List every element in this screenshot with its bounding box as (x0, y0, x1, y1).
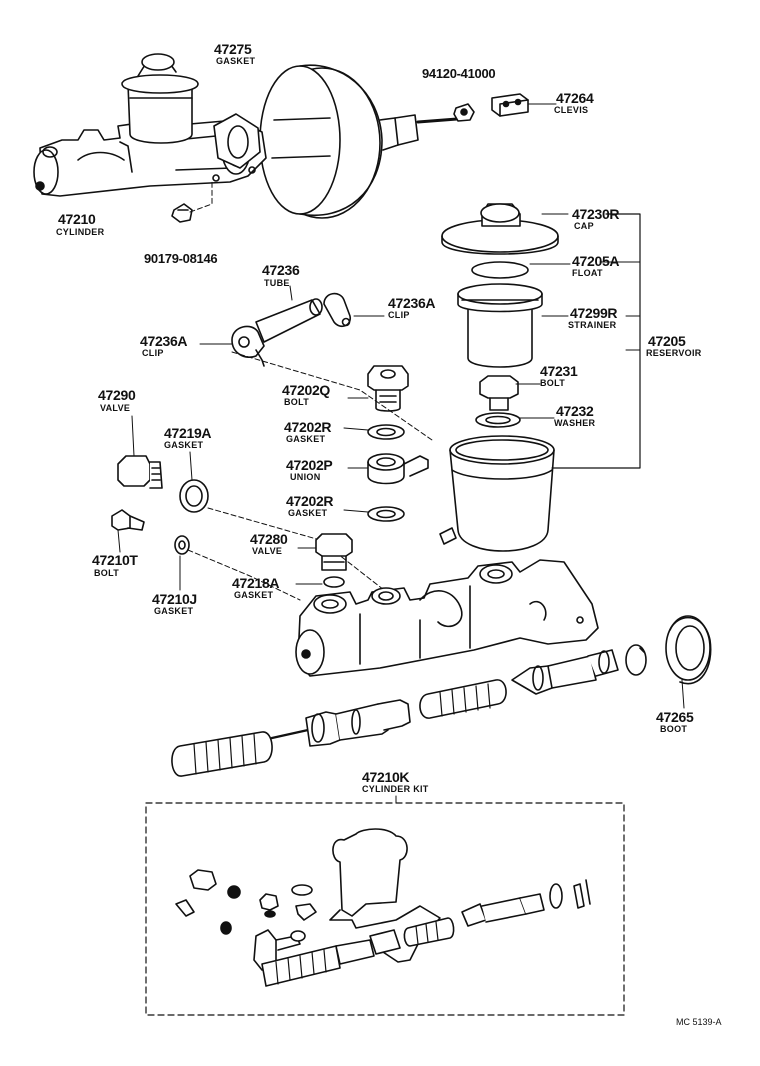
label-47210-number: 47210 (58, 211, 96, 227)
clip-right-part (323, 292, 385, 328)
drawing-code: MC 5139-A (676, 1017, 722, 1027)
label-47219a-name: GASKET (164, 440, 204, 450)
label-47218a-number: 47218A (232, 575, 280, 591)
boot-part (665, 615, 712, 685)
reservoir-strainer (457, 283, 543, 368)
reservoir-cap (441, 203, 559, 255)
label-47231-number: 47231 (540, 363, 578, 379)
label-47210k-name: CYLINDER KIT (362, 784, 429, 794)
label-47290-number: 47290 (98, 387, 136, 403)
label-47236a-left-number: 47236A (140, 333, 188, 349)
cylinder-kit-box (145, 802, 625, 1016)
bolt-47210t (111, 509, 145, 531)
rear-piston (270, 699, 411, 747)
label-90179-number: 90179-08146 (144, 251, 218, 266)
tube-part (231, 298, 323, 367)
valve-47290 (117, 455, 163, 489)
label-47218a-name: GASKET (234, 590, 274, 600)
reservoir-body (439, 435, 555, 552)
middle-spring (419, 679, 507, 719)
rear-spring (171, 731, 273, 777)
label-47264-number: 47264 (556, 90, 594, 106)
label-47264-name: CLEVIS (554, 105, 589, 115)
label-47205a-name: FLOAT (572, 268, 603, 278)
label-47230r-number: 47230R (572, 206, 620, 222)
label-47202q-number: 47202Q (282, 382, 331, 398)
label-47232-name: WASHER (554, 418, 596, 428)
reservoir-float (471, 261, 529, 279)
brake-booster (259, 64, 472, 219)
label-47236a-right-number: 47236A (388, 295, 436, 311)
label-47210j-name: GASKET (154, 606, 194, 616)
label-47205-name: RESERVOIR (646, 348, 702, 358)
label-47236a-left-name: CLIP (142, 348, 164, 358)
label-47231-name: BOLT (540, 378, 566, 388)
label-47219a-number: 47219A (164, 425, 212, 441)
label-47202q-name: BOLT (284, 397, 310, 407)
valve-47280 (315, 533, 353, 571)
gasket-47210j (174, 535, 190, 555)
label-47265-name: BOOT (660, 724, 688, 734)
label-47232-number: 47232 (556, 403, 594, 419)
label-47202r-upper-number: 47202R (284, 419, 332, 435)
reservoir-washer (475, 412, 521, 428)
label-47210-name: CYLINDER (56, 227, 105, 237)
label-47236-name: TUBE (264, 278, 290, 288)
label-47202p-number: 47202P (286, 457, 333, 473)
label-47205a-number: 47205A (572, 253, 620, 269)
bolt-47202q (367, 365, 409, 412)
label-47210t-name: BOLT (94, 568, 120, 578)
clevis-part (491, 93, 557, 117)
label-47275-name: GASKET (216, 56, 256, 66)
label-47280-name: VALVE (252, 546, 283, 556)
reservoir-bolt (479, 375, 519, 411)
label-47202r-lower-number: 47202R (286, 493, 334, 509)
gasket-47219a (179, 479, 209, 513)
upper-small-nut (171, 179, 213, 223)
kit-parts (175, 869, 591, 987)
label-47280-number: 47280 (250, 531, 288, 547)
snap-ring (625, 644, 647, 676)
label-47236-number: 47236 (262, 262, 300, 278)
label-47290-name: VALVE (100, 403, 131, 413)
union-part (367, 453, 429, 485)
main-master-cylinder (295, 559, 599, 677)
label-47265-number: 47265 (656, 709, 694, 725)
upper-master-cylinder (33, 53, 267, 197)
booster-nut (453, 103, 475, 122)
label-47202r-lower-name: GASKET (288, 508, 328, 518)
gasket-lower-part (367, 506, 405, 522)
gasket-47218a (323, 576, 345, 588)
label-47275-number: 47275 (214, 41, 252, 57)
label-47202p-name: UNION (290, 472, 321, 482)
label-47299r-number: 47299R (570, 305, 618, 321)
label-47205-number: 47205 (648, 333, 686, 349)
label-47299r-name: STRAINER (568, 320, 617, 330)
label-47202r-upper-name: GASKET (286, 434, 326, 444)
label-94120-number: 94120-41000 (422, 66, 496, 81)
label-47210j-number: 47210J (152, 591, 197, 607)
label-47210k-number: 47210K (362, 769, 410, 785)
front-piston (511, 649, 619, 695)
label-47230r-name: CAP (574, 221, 594, 231)
kit-ghost-cylinder (329, 828, 441, 963)
label-47236a-right-name: CLIP (388, 310, 410, 320)
gasket-upper-part (367, 424, 405, 440)
label-47210t-number: 47210T (92, 552, 138, 568)
